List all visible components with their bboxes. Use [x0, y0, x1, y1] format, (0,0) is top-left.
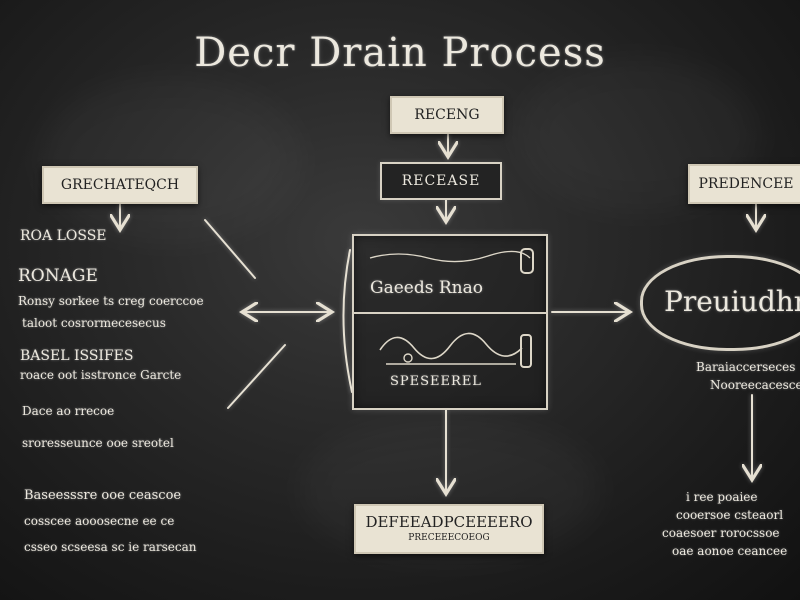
center-box-divider — [354, 312, 546, 314]
central-process-box: Gaeeds Rnao SPESEEREL — [352, 234, 548, 410]
diagram-title: Decr Drain Process — [194, 30, 606, 76]
left-note-line: roace oot isstronce Garcte — [20, 368, 182, 382]
pencil-icon — [520, 248, 534, 274]
right-note-line: Baraiaccerseces — [696, 360, 796, 374]
bottom-card: DEFEEADPCEEEERO PRECEEECOEOG — [354, 504, 544, 554]
second-card: RECEASE — [380, 162, 502, 200]
left-note-line: Ronsy sorkee ts creg coerccoe — [18, 294, 204, 308]
chalk-stroke-diagonal — [204, 219, 256, 279]
right-note-line: Nooreecacesce — [710, 378, 800, 392]
center-top-text: Gaeeds Rnao — [370, 278, 483, 298]
left-note-line: RONAGE — [18, 266, 98, 286]
right-note-line: i ree poaiee — [686, 490, 758, 504]
right-note-line: cooersoe csteaorl — [676, 508, 784, 522]
left-note-line: cosscee aooosecne ee ce — [24, 514, 175, 528]
output-bubble — [640, 255, 800, 351]
center-chalk-scribble — [379, 332, 523, 365]
bottom-card-title: DEFEEADPCEEEERO — [365, 513, 533, 531]
chalk-stroke-diagonal — [227, 344, 286, 409]
left-note-heading: Baseesssre ooe ceascoe — [24, 488, 182, 503]
right-card: PREDENCEE — [688, 164, 800, 204]
right-note-line: coaesoer rorocssoe — [662, 526, 780, 540]
marker-icon — [520, 334, 532, 368]
left-note-line: csseo scseesa sc ie rarsecan — [24, 540, 197, 554]
left-note-line: Dace ao rrecoe — [22, 404, 115, 418]
center-top-scribble — [369, 250, 531, 263]
center-box-bracket — [342, 249, 353, 393]
bubble-text: Preuiudhr — [664, 285, 800, 318]
left-note-heading: ROA LOSSE — [20, 228, 107, 244]
left-note-heading: BASEL ISSIFES — [20, 348, 134, 364]
center-bottom-text: SPESEEREL — [390, 374, 482, 389]
left-card: GRECHATEQCH — [42, 166, 198, 204]
left-note-line: sroresseunce ooe sreotel — [22, 436, 174, 450]
top-card: RECENG — [390, 96, 504, 134]
bottom-card-subtitle: PRECEEECOEOG — [408, 533, 490, 543]
left-note-line: taloot cosrormecesecus — [22, 316, 166, 330]
right-note-line: oae aonoe ceancee — [672, 544, 788, 558]
